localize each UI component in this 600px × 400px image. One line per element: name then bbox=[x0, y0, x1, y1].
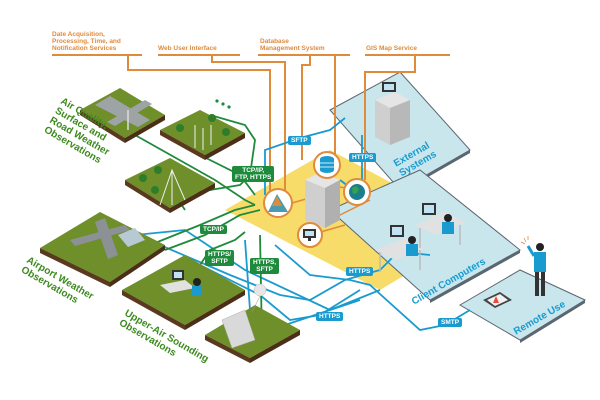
protocol-tcp-ftp-https: TCP/IP, FTP, HTTPS bbox=[232, 166, 275, 182]
tag-line: FTP, HTTPS bbox=[235, 174, 272, 181]
external-server-icon bbox=[375, 82, 410, 145]
header-line: Notification Services bbox=[52, 45, 117, 52]
client-workstation-1 bbox=[375, 225, 425, 272]
upper-air-balloon-tile bbox=[205, 283, 300, 363]
remote-user-figure bbox=[520, 236, 546, 296]
protocol-https-sftp-2: HTTPS, SFTP bbox=[250, 258, 280, 274]
header-line: Processing, Time, and bbox=[52, 38, 121, 45]
header-web-ui: Web User Interface bbox=[158, 45, 217, 52]
header-line: Management System bbox=[260, 45, 325, 52]
client-computers-platform-lip bbox=[430, 250, 520, 303]
tag-line: HTTPS, bbox=[253, 259, 277, 266]
protocol-https-external: HTTPS bbox=[349, 153, 377, 162]
globe-icon bbox=[343, 178, 371, 206]
upper-air-desk-tile bbox=[122, 255, 245, 330]
tag-line: HTTPS/ bbox=[208, 251, 232, 258]
header-line: Database bbox=[260, 38, 289, 45]
client-workstation-2 bbox=[415, 203, 465, 248]
monitor-icon bbox=[297, 222, 323, 248]
road-weather-tile bbox=[80, 88, 165, 143]
header-line: Date Acquisition, bbox=[52, 31, 105, 38]
tag-line: SFTP bbox=[211, 258, 228, 265]
tag-line: TCP/IP, bbox=[242, 167, 265, 174]
header-dbms: Database Management System bbox=[260, 38, 325, 52]
alert-phone-icon bbox=[483, 292, 512, 308]
protocol-tcpip: TCP/IP bbox=[200, 225, 227, 234]
orange-header-lines bbox=[52, 54, 450, 210]
remote-use-platform-lip bbox=[520, 300, 585, 343]
tag-line: SFTP bbox=[256, 266, 273, 273]
more-stations-dots bbox=[215, 99, 231, 109]
protocol-smtp: SMTP bbox=[438, 318, 463, 327]
mountain-map-icon bbox=[263, 188, 293, 218]
protocol-sftp: SFTP bbox=[288, 136, 311, 145]
airport-tile bbox=[40, 212, 165, 287]
air-quality-tile bbox=[160, 110, 245, 160]
header-gis: GIS Map Service bbox=[366, 45, 417, 52]
database-icon bbox=[313, 151, 341, 179]
protocol-https-bottom: HTTPS bbox=[316, 312, 344, 321]
protocol-https-sftp-1: HTTPS/ SFTP bbox=[205, 250, 235, 266]
surface-weather-tile bbox=[125, 158, 215, 213]
central-server-icon bbox=[305, 172, 340, 228]
header-data-acquisition: Date Acquisition, Processing, Time, and … bbox=[52, 31, 121, 52]
protocol-https-client: HTTPS bbox=[346, 267, 374, 276]
